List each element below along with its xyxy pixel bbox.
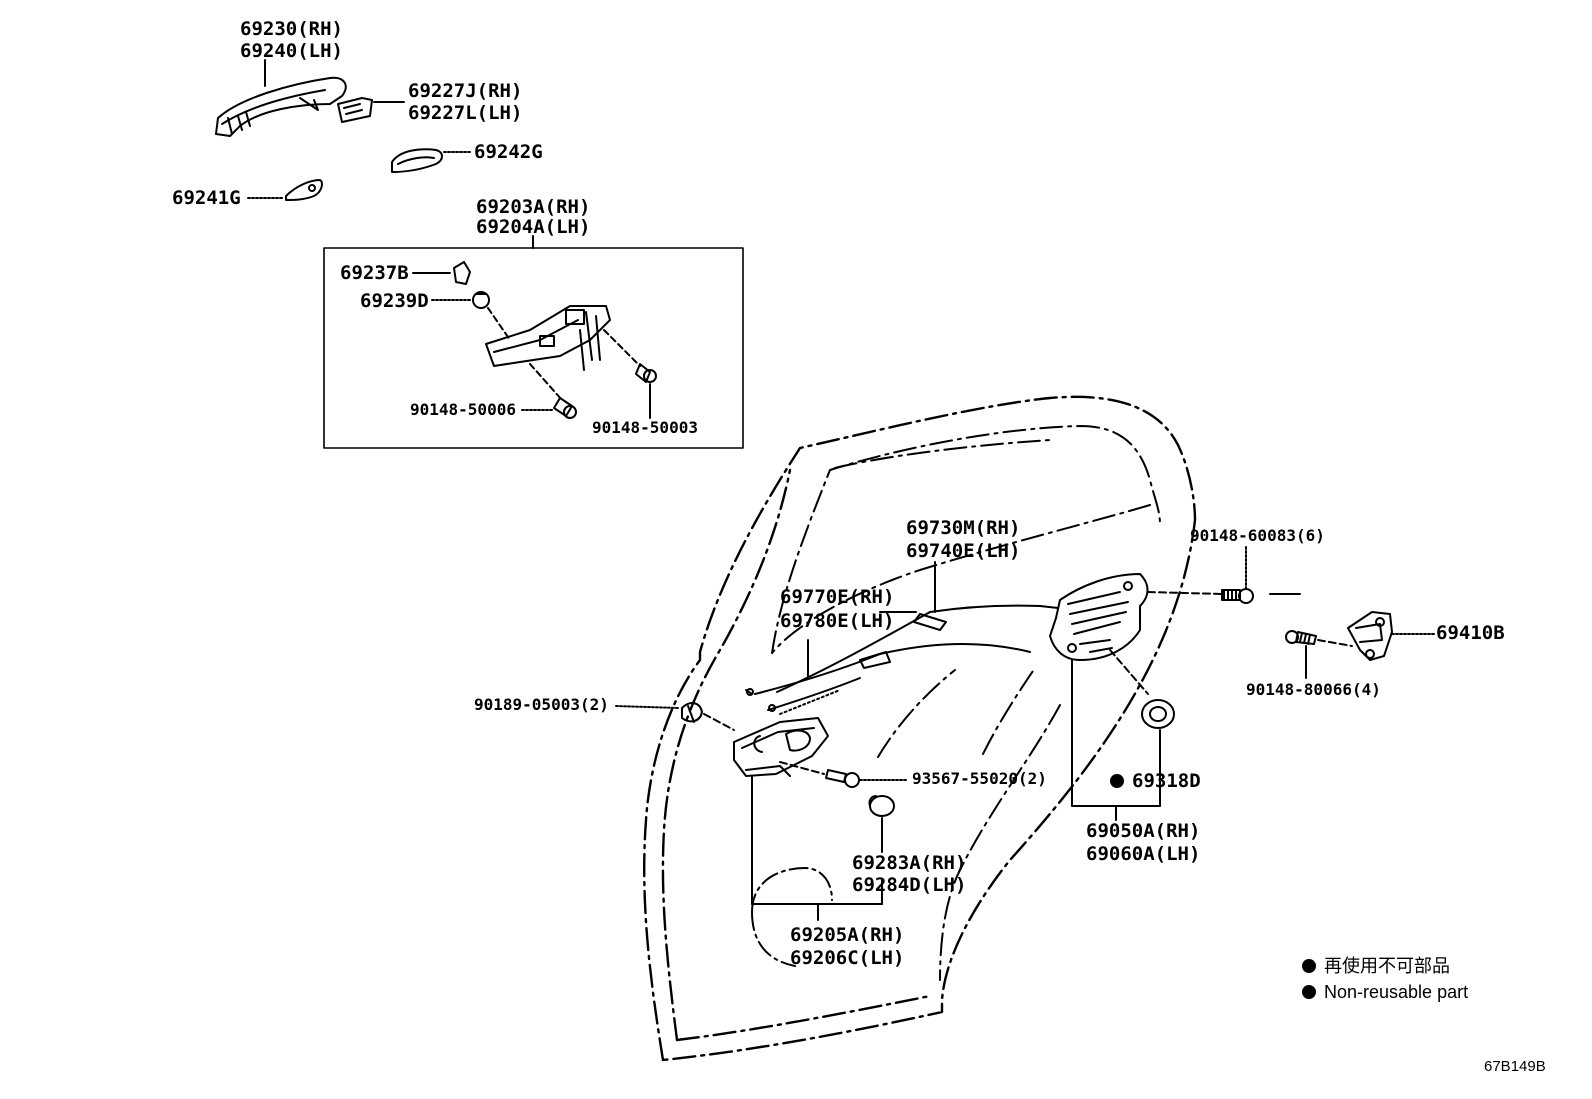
gasket-rear-part <box>247 179 323 201</box>
label-93567-55020: 93567-55020(2) <box>912 769 1047 788</box>
label-69284d: 69284D(LH) <box>852 874 967 896</box>
window-frame <box>771 425 1161 981</box>
label-90148-50006: 90148-50006 <box>410 400 516 419</box>
cable-69770e <box>754 639 1031 711</box>
label-69230: 69230(RH) <box>240 18 343 40</box>
legend-dot-icon <box>1302 985 1316 999</box>
diagram-reference: 67B149B <box>1484 1058 1546 1075</box>
gasket-front-part <box>391 148 473 173</box>
door-outline <box>643 395 1197 1062</box>
screw-93567-55020 <box>779 761 907 788</box>
access-hole-outline <box>751 867 833 913</box>
legend-japanese: 再使用不可部品 <box>1302 954 1450 978</box>
cable-69730m <box>776 561 1059 693</box>
label-69239d: 69239D <box>360 290 429 312</box>
label-69283a: 69283A(RH) <box>852 852 967 874</box>
label-69410b: 69410B <box>1436 622 1505 644</box>
bolt-90148-50006 <box>521 397 577 419</box>
legend-english-text: Non-reusable part <box>1324 982 1469 1002</box>
label-69740e: 69740E(LH) <box>906 540 1021 562</box>
label-90189-05003: 90189-05003(2) <box>474 695 609 714</box>
clip-90189-05003 <box>615 702 735 731</box>
handle-cap-part <box>337 97 405 123</box>
label-69242g: 69242G <box>474 141 543 163</box>
door-lock-part <box>1049 573 1149 661</box>
legend-english: Non-reusable part <box>1302 980 1468 1004</box>
label-69205a: 69205A(RH) <box>790 924 905 946</box>
label-69730m: 69730M(RH) <box>906 517 1021 539</box>
striker-part <box>1317 611 1435 661</box>
label-69227j: 69227J(RH) <box>408 80 523 102</box>
bolt-90148-50003 <box>635 363 657 419</box>
label-69206c: 69206C(LH) <box>790 947 905 969</box>
69237b-clip-part <box>412 261 471 285</box>
label-90148-60083: 90148-60083(6) <box>1190 526 1325 545</box>
label-69770e: 69770E(RH) <box>780 586 895 608</box>
legend-dot-icon <box>1302 959 1316 973</box>
label-69227l: 69227L(LH) <box>408 102 523 124</box>
legend-japanese-text: 再使用不可部品 <box>1324 956 1450 976</box>
label-69240: 69240(LH) <box>240 40 343 62</box>
label-69237b: 69237B <box>340 262 409 284</box>
handle-frame-part <box>485 305 611 371</box>
outside-handle-part <box>215 59 347 137</box>
label-90148-50003: 90148-50003 <box>592 418 698 437</box>
69239d-grommet-part <box>431 291 511 341</box>
screw-90148-60083 <box>1221 545 1254 604</box>
label-69318d: 69318D <box>1110 770 1201 792</box>
inside-handle-part <box>733 717 829 777</box>
cap-69283a-part <box>868 795 895 853</box>
label-69203a: 69203A(RH) <box>476 196 591 218</box>
label-69780e: 69780E(LH) <box>780 610 895 632</box>
label-69204a: 69204A(LH) <box>476 216 591 238</box>
label-69318d-text: 69318D <box>1132 770 1201 792</box>
label-69241g: 69241G <box>172 187 241 209</box>
label-69060a: 69060A(LH) <box>1086 843 1201 865</box>
screw-90148-80066 <box>1285 630 1317 679</box>
label-69050a: 69050A(RH) <box>1086 820 1201 842</box>
label-90148-80066: 90148-80066(4) <box>1246 680 1381 699</box>
non-reusable-dot-icon <box>1110 774 1124 788</box>
69318d-washer-part <box>1141 699 1175 729</box>
